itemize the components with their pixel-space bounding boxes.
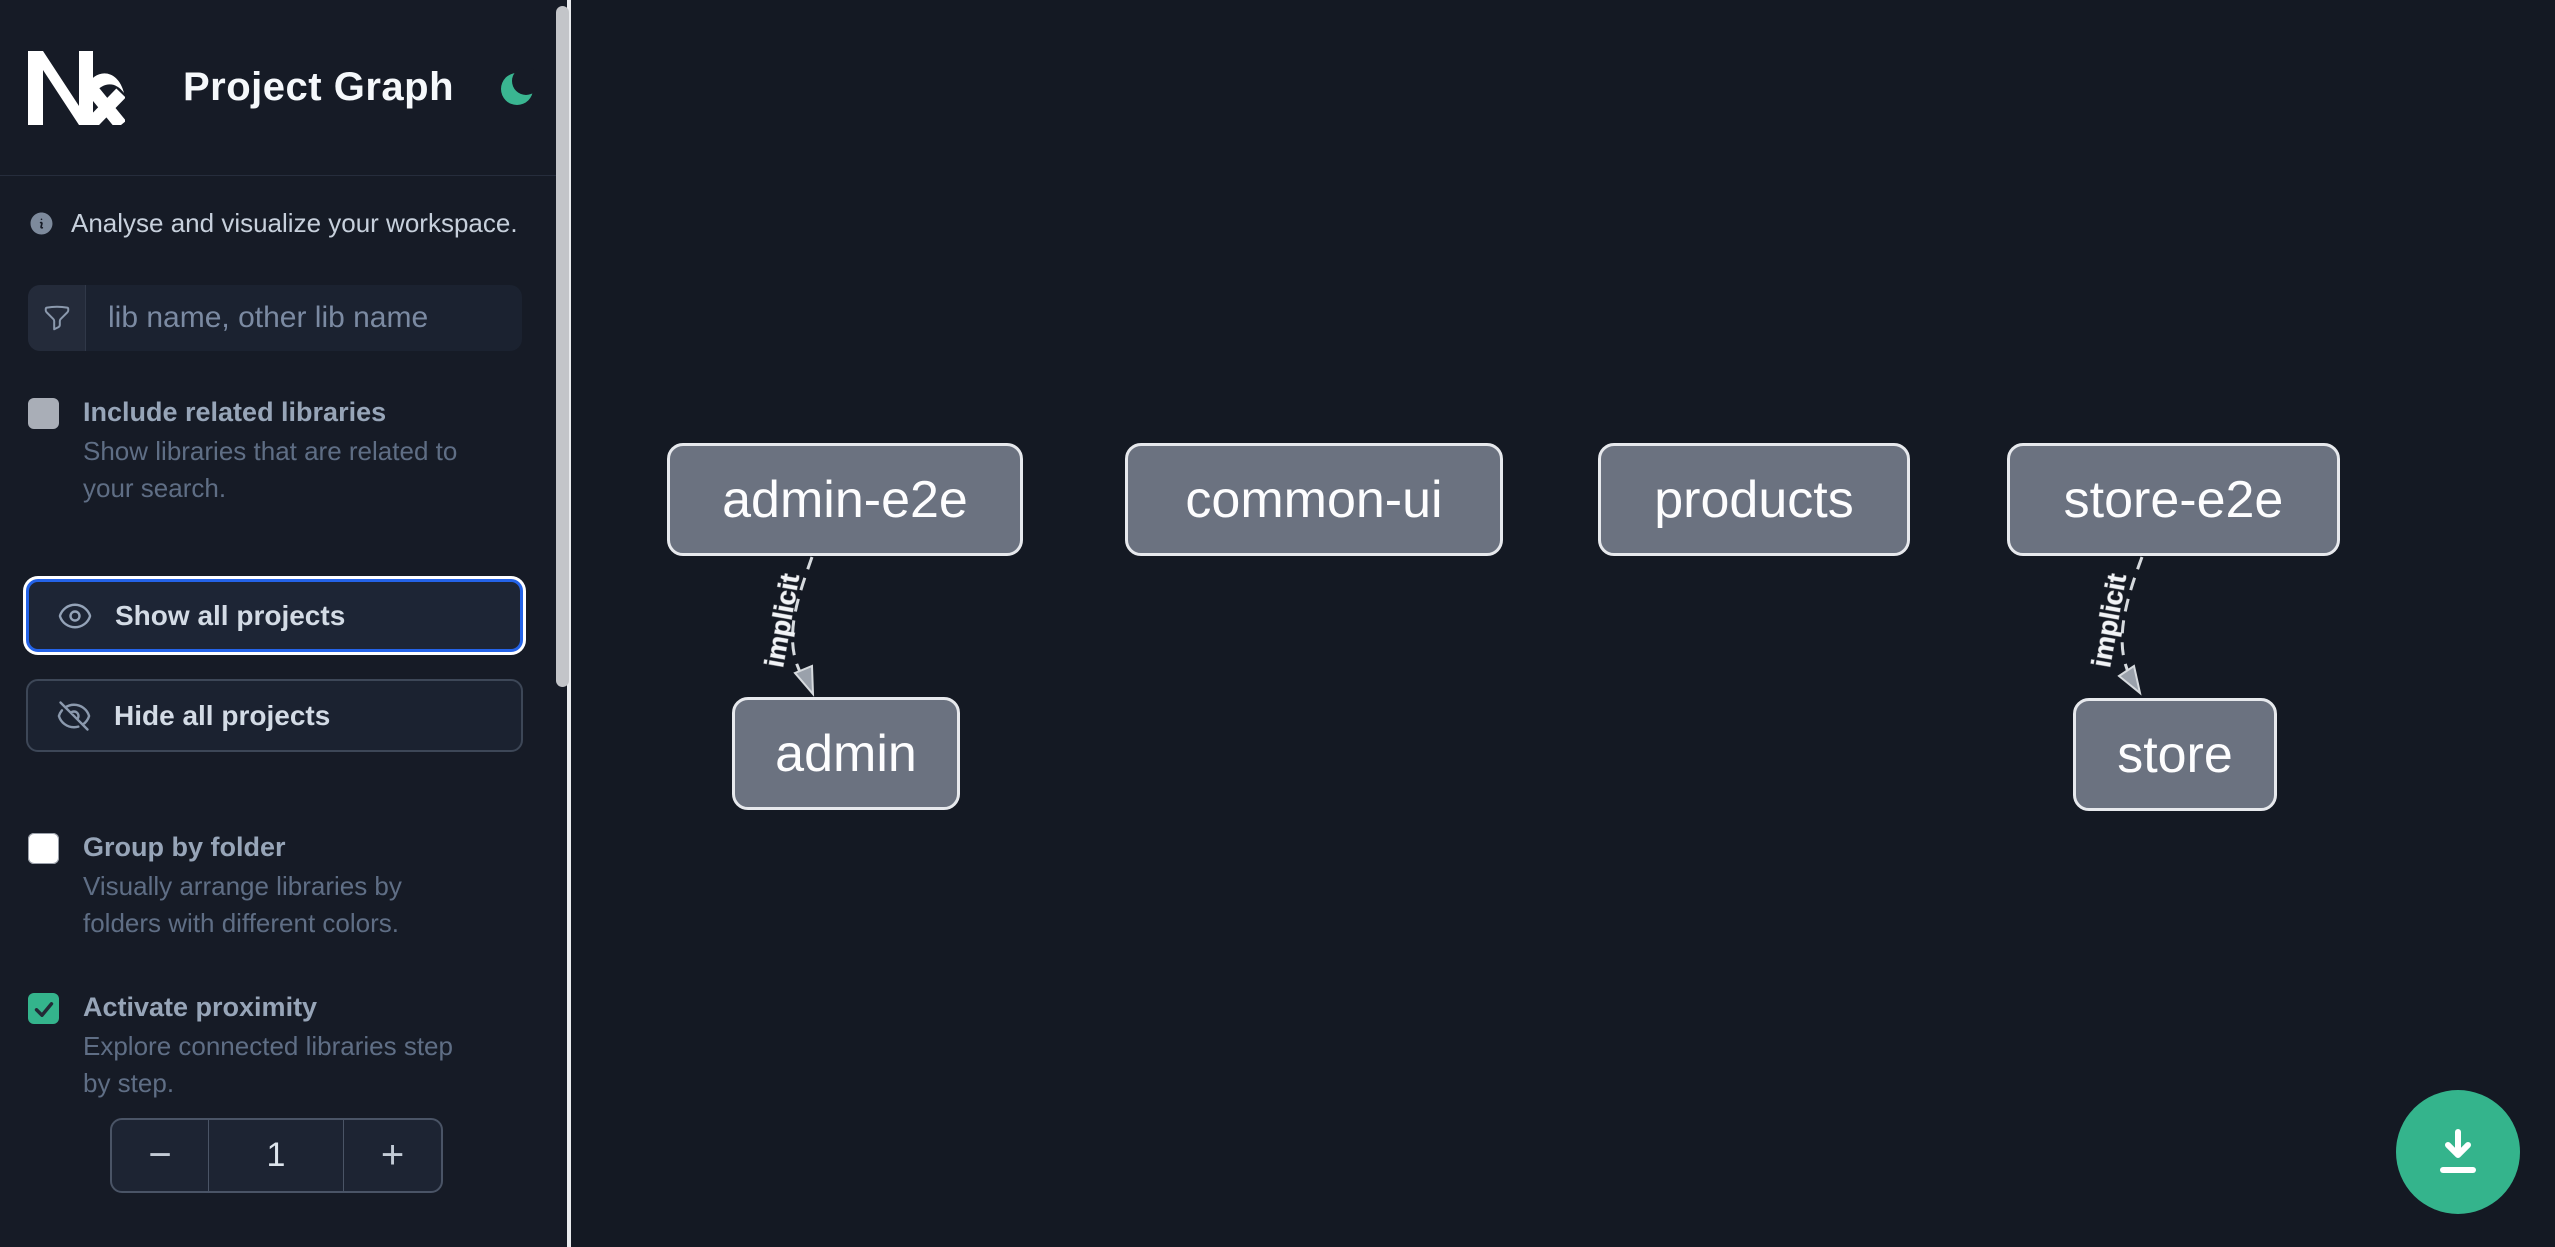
option-include-related-libraries: Include related libraries Show libraries… [28, 395, 539, 507]
graph-node-common-ui[interactable]: common-ui [1125, 443, 1503, 556]
edge-admin-e2e-admin [791, 556, 814, 683]
include-related-checkbox[interactable] [28, 398, 59, 429]
search-input[interactable] [86, 285, 522, 351]
proximity-increment-button[interactable]: + [343, 1120, 441, 1191]
show-all-projects-button[interactable]: Show all projects [26, 579, 523, 652]
hide-all-projects-label: Hide all projects [114, 699, 331, 731]
proximity-stepper: − 1 + [110, 1118, 443, 1193]
option-label: Activate proximity [83, 992, 318, 1022]
hide-all-projects-button[interactable]: Hide all projects [26, 679, 523, 752]
group-by-folder-checkbox[interactable] [28, 833, 59, 864]
search-box [28, 285, 522, 351]
nx-logo-icon [28, 50, 125, 125]
edge-store-e2e-store [2120, 556, 2144, 681]
checkmark-icon [34, 1001, 53, 1017]
edge-label-implicit: implicit [759, 571, 805, 669]
page-title: Project Graph [183, 65, 455, 109]
filter-funnel-icon [44, 305, 69, 331]
graph-node-admin-e2e[interactable]: admin-e2e [667, 443, 1023, 556]
info-icon [30, 212, 53, 235]
theme-toggle-moon-icon[interactable] [500, 67, 539, 108]
graph-node-store-e2e[interactable]: store-e2e [2007, 443, 2340, 556]
option-description: Show libraries that are related to your … [83, 436, 458, 503]
option-description: Visually arrange libraries by folders wi… [83, 871, 402, 938]
filter-icon-cell [28, 285, 86, 351]
sidebar-header: Project Graph [0, 0, 567, 176]
sidebar-scrollbar-thumb[interactable] [556, 6, 569, 687]
option-description: Explore connected libraries step by step… [83, 1031, 453, 1098]
download-icon [2440, 1129, 2476, 1173]
download-image-button[interactable] [2396, 1090, 2520, 1214]
project-graph-canvas[interactable]: implicit implicit admin-e2e common-ui pr… [575, 0, 2555, 1247]
graph-node-store[interactable]: store [2073, 698, 2277, 811]
activate-proximity-checkbox[interactable] [28, 993, 59, 1024]
eye-icon [58, 603, 92, 628]
graph-edges: implicit implicit [759, 556, 2144, 697]
graph-node-admin[interactable]: admin [732, 697, 960, 810]
option-activate-proximity: Activate proximity Explore connected lib… [28, 990, 539, 1102]
graph-node-products[interactable]: products [1598, 443, 1910, 556]
proximity-value: 1 [266, 1136, 286, 1174]
edge-arrowhead [793, 664, 815, 697]
option-label: Group by folder [83, 832, 286, 862]
tagline-row: Analyse and visualize your workspace. [28, 208, 539, 239]
edge-label-implicit: implicit [2086, 571, 2132, 669]
tagline-text: Analyse and visualize your workspace. [71, 208, 518, 238]
option-label: Include related libraries [83, 397, 387, 427]
eye-slash-icon [57, 700, 91, 731]
proximity-decrement-button[interactable]: − [112, 1120, 209, 1191]
show-all-projects-label: Show all projects [115, 599, 346, 631]
edge-arrowhead [2117, 664, 2142, 696]
option-group-by-folder: Group by folder Visually arrange librari… [28, 830, 539, 942]
sidebar: Project Graph Analyse and visualize your… [0, 0, 571, 1247]
